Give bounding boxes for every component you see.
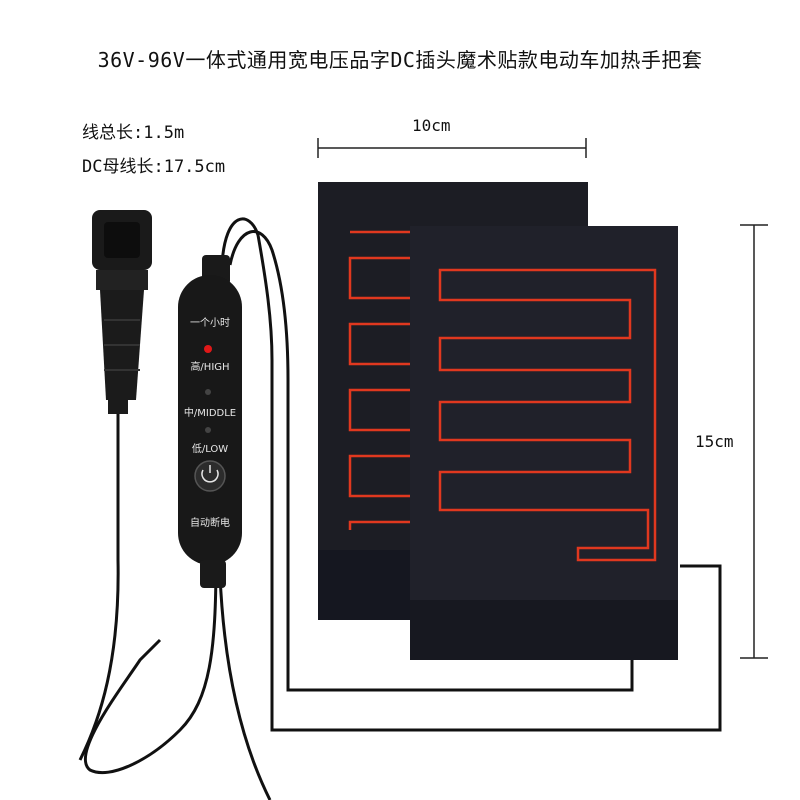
heater-trace-front <box>438 268 657 562</box>
power-icon <box>201 469 219 483</box>
controller-one-hour-label: 一个小时 <box>190 318 230 329</box>
dc-length-spec: DC母线长:17.5cm <box>82 157 226 177</box>
power-plug <box>92 210 152 414</box>
controller-body <box>178 255 242 588</box>
total-length-spec: 线总长:1.5m <box>82 123 185 143</box>
product-title: 36V-96V一体式通用宽电压品字DC插头魔术贴款电动车加热手把套 <box>97 48 703 72</box>
controller-middle-label: 中/MIDDLE <box>183 408 237 419</box>
width-dimension-line <box>317 138 587 158</box>
controller-high-label: 高/HIGH <box>190 362 230 373</box>
height-dimension-line <box>740 224 768 659</box>
heating-pad-front <box>410 226 678 660</box>
power-button <box>194 460 226 492</box>
controller-auto-off-label: 自动断电 <box>190 518 230 529</box>
low-indicator-led <box>205 427 211 433</box>
high-indicator-led <box>204 345 212 353</box>
cable-wires <box>78 217 722 800</box>
middle-indicator-led <box>205 389 211 395</box>
controller-low-label: 低/LOW <box>191 444 229 455</box>
width-dimension-label: 10cm <box>412 116 451 135</box>
height-dimension-label: 15cm <box>695 432 734 451</box>
